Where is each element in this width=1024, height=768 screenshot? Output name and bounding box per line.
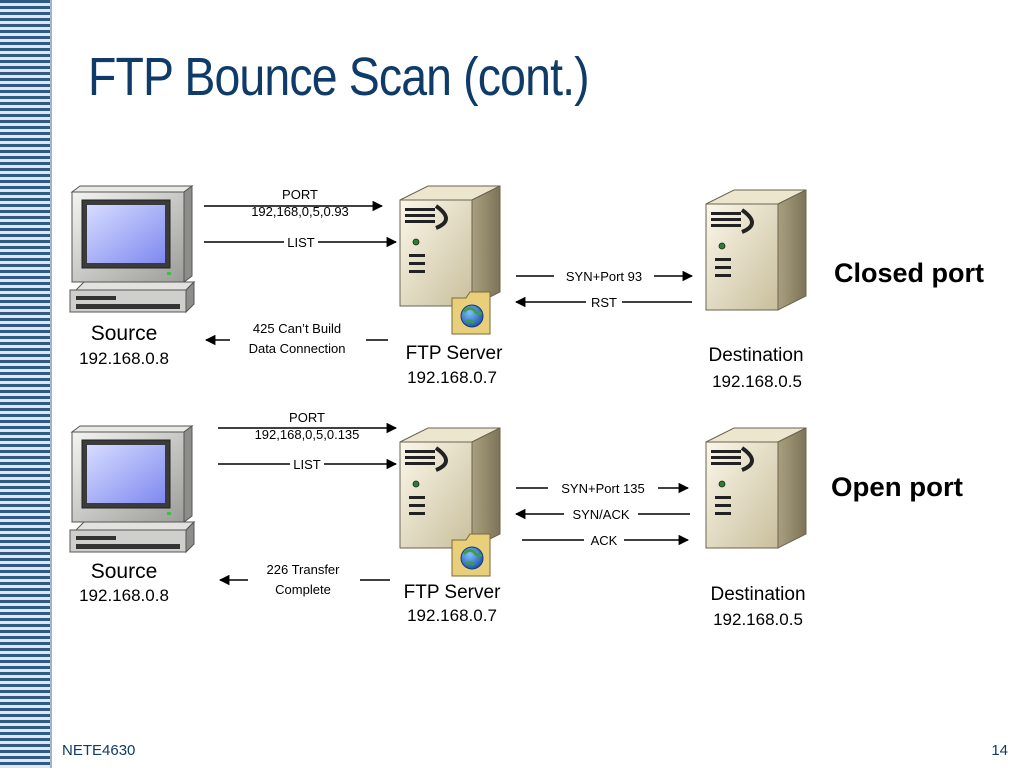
ftp-server-ip: 192.168.0.7 — [407, 368, 497, 387]
port-command-address: 192,168,0,5,0.135 — [255, 427, 360, 442]
destination-ip: 192.168.0.5 — [712, 372, 802, 391]
source-name: Source — [91, 322, 158, 345]
open-port-label: Open port — [831, 472, 963, 502]
ftp-folder-globe-icon — [450, 290, 492, 336]
destination-server-icon — [704, 426, 808, 550]
reply-label-background — [248, 560, 360, 600]
syn-label: SYN+Port 93 — [566, 269, 642, 284]
ftp-server-ip: 192.168.0.7 — [407, 606, 497, 625]
syn-label-background — [548, 480, 658, 496]
stripe-divider — [50, 0, 52, 768]
ftp-server-name: FTP Server — [404, 582, 501, 603]
reply-line1: 226 Transfer — [267, 562, 341, 577]
source-ip: 192.168.0.8 — [79, 349, 169, 368]
reply-label-background — [230, 320, 366, 360]
source-ip: 192.168.0.8 — [79, 586, 169, 605]
ftp-server-name: FTP Server — [406, 343, 503, 364]
list-label-background — [290, 456, 324, 472]
source-computer-icon — [69, 185, 195, 313]
synack-label-background — [564, 506, 638, 522]
course-code: NETE4630 — [62, 742, 136, 759]
reply-line2: Complete — [275, 582, 331, 597]
ack-label: ACK — [591, 533, 618, 548]
slide-number: 14 — [991, 742, 1008, 759]
list-command-label: LIST — [293, 457, 321, 472]
destination-name: Destination — [708, 345, 803, 366]
source-computer-icon — [69, 425, 195, 553]
ftp-folder-globe-icon — [450, 532, 492, 578]
closed-port-label: Closed port — [834, 258, 984, 288]
syn-label: SYN+Port 135 — [561, 481, 644, 496]
port-command-address: 192,168,0,5,0.93 — [251, 204, 349, 219]
ftp-server-icon — [398, 184, 502, 308]
destination-ip: 192.168.0.5 — [713, 610, 803, 629]
ack-label-background — [584, 532, 624, 548]
source-name: Source — [91, 560, 158, 583]
port-command-label: PORT — [282, 187, 318, 202]
list-command-label: LIST — [287, 235, 315, 250]
rst-label: RST — [591, 295, 617, 310]
port-command-label: PORT — [289, 410, 325, 425]
synack-label: SYN/ACK — [572, 507, 629, 522]
list-label-background — [284, 234, 318, 250]
slide-title: FTP Bounce Scan (cont.) — [88, 47, 590, 107]
decorative-stripe-band — [0, 0, 50, 768]
reply-line2: Data Connection — [249, 341, 346, 356]
destination-name: Destination — [710, 584, 805, 605]
destination-server-icon — [704, 188, 808, 312]
ftp-server-icon — [398, 426, 502, 550]
reply-line1: 425 Can’t Build — [253, 321, 341, 336]
syn-label-background — [554, 268, 654, 284]
rst-label-background — [586, 294, 622, 310]
